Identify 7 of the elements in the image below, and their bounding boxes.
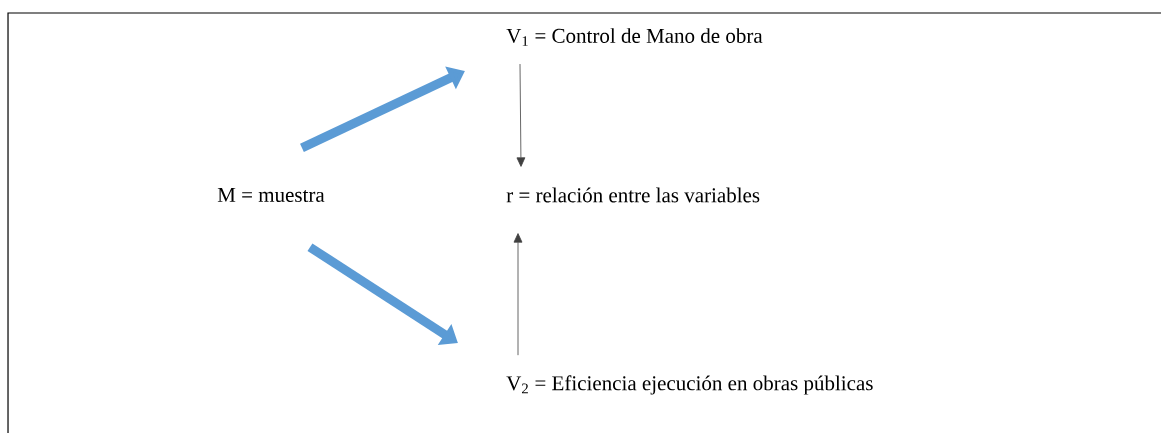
variable-text: V$_{2}$ = Eficiencia ejecución en obras públicas [506,375,873,395]
variable-text: M = muestra [217,188,325,202]
variable-text: r = relación entre las variables [506,187,760,203]
block-arrow [307,243,458,345]
variable-text: V$_{1}$ = Control de Mano de obra [506,28,763,46]
arrow [516,63,526,167]
arrow [513,233,523,356]
